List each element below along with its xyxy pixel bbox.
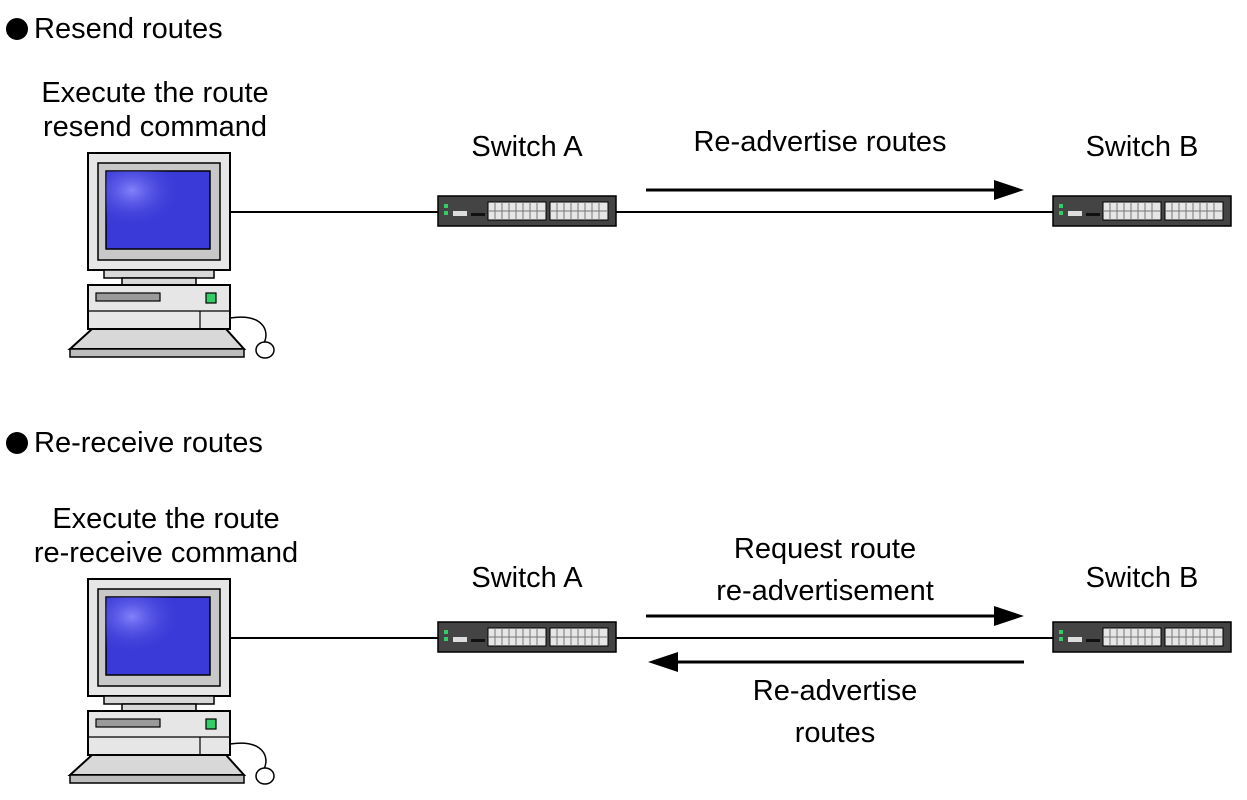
arrow-label: Request route re-advertisement bbox=[640, 528, 1010, 612]
computer-icon bbox=[69, 578, 275, 785]
arrow-label: Re-advertise routes bbox=[640, 125, 1000, 159]
arrow-label-line: routes bbox=[794, 717, 876, 749]
section-title-resend: Resend routes bbox=[6, 12, 223, 46]
switch-a-label: Switch A bbox=[471, 562, 583, 594]
switch-b-label: Switch B bbox=[1085, 562, 1199, 594]
switch-icon bbox=[1052, 621, 1232, 653]
pc-caption-line: Execute the route bbox=[52, 503, 280, 535]
section-title-rereceive: Re-receive routes bbox=[6, 426, 263, 460]
switch-icon bbox=[437, 195, 617, 227]
arrow-right-icon bbox=[646, 180, 1024, 200]
arrow-label-line: Re-advertise bbox=[752, 675, 918, 707]
section-title-text: Resend routes bbox=[34, 13, 223, 45]
pc-caption: Execute the route resend command bbox=[10, 76, 300, 144]
section-title-text: Re-receive routes bbox=[34, 427, 263, 459]
arrow-label-line: Re-advertise routes bbox=[693, 126, 947, 158]
pc-caption: Execute the route re-receive command bbox=[10, 502, 322, 570]
pc-caption-line: re-receive command bbox=[33, 537, 299, 569]
switch-icon bbox=[437, 621, 617, 653]
computer-icon bbox=[69, 152, 275, 359]
arrow-label-line: Request route bbox=[733, 533, 917, 565]
switch-icon bbox=[1052, 195, 1232, 227]
switch-a-label: Switch A bbox=[471, 131, 583, 163]
arrow-label: Re-advertise routes bbox=[650, 670, 1020, 754]
arrow-label-line: re-advertisement bbox=[716, 575, 934, 607]
arrow-left-icon bbox=[648, 652, 1024, 672]
pc-caption-line: resend command bbox=[42, 111, 268, 143]
bullet-icon bbox=[6, 432, 28, 454]
pc-caption-line: Execute the route bbox=[41, 77, 269, 109]
switch-b-label: Switch B bbox=[1085, 131, 1199, 163]
bullet-icon bbox=[6, 18, 28, 40]
arrow-right-icon bbox=[646, 606, 1024, 626]
